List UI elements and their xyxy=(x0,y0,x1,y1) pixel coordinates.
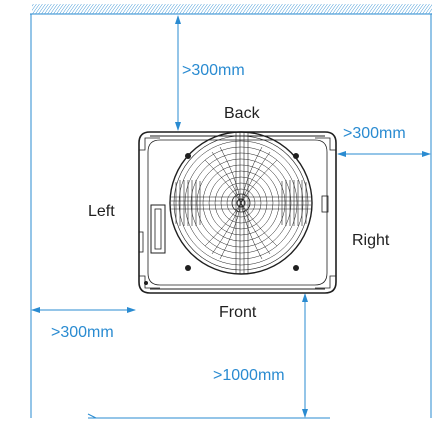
right-clearance-label: >300mm xyxy=(343,125,406,142)
back-wall-hatch xyxy=(32,4,432,14)
left-clearance-label: >300mm xyxy=(51,324,114,341)
front-ground-tick xyxy=(87,413,97,419)
back-clearance-label: >300mm xyxy=(182,62,245,79)
right-label: Right xyxy=(352,232,390,249)
fan-guard xyxy=(169,131,313,275)
front-clearance-label: >1000mm xyxy=(213,367,285,384)
outdoor-unit xyxy=(138,131,337,294)
back-label: Back xyxy=(224,105,260,122)
left-label: Left xyxy=(88,203,115,220)
front-label: Front xyxy=(219,304,257,321)
